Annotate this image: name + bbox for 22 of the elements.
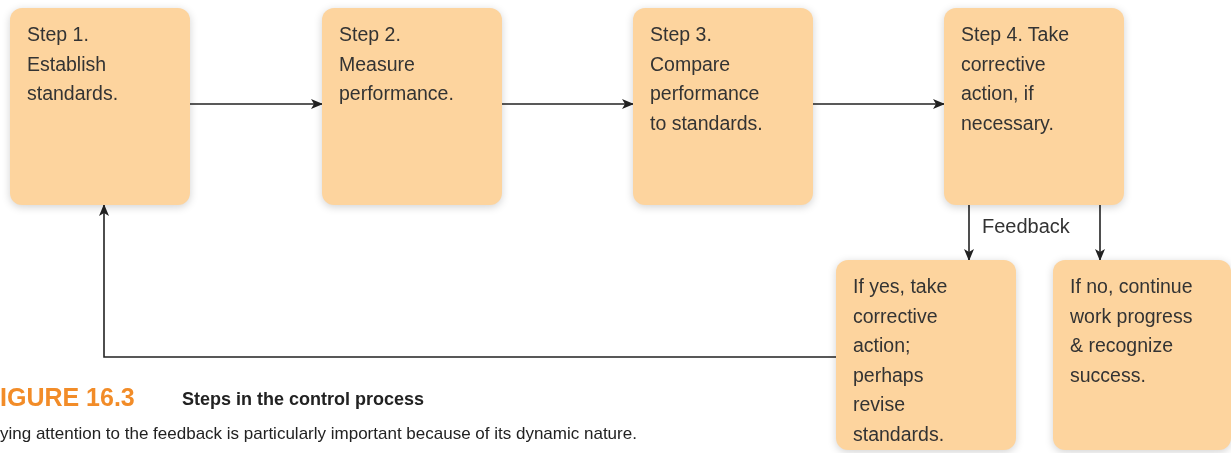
figure-number: IGURE 16.3 [0,383,135,412]
arrow [812,99,945,109]
box-text: Step 4. Take corrective action, if necessary. [961,22,1071,136]
box-text: If yes, take corrective action; perhaps revise standards. [853,274,949,447]
process-box [633,8,813,205]
arrow [501,99,634,109]
process-box [322,8,502,205]
box-text: If no, continue work progress & recognize success. [1070,274,1194,388]
arrow [964,204,974,261]
arrow [99,204,837,358]
process-box [944,8,1124,205]
box-text: Step 3. Compare performance to standards. [650,22,764,136]
box-text: Step 2. Measure performance. [339,22,455,106]
box-text: Step 1. Establish standards. [27,22,120,106]
arrow [1095,204,1105,261]
figure-title: Steps in the control process [182,389,425,410]
caption: ying attention to the feedback is particularly important because of its dynamic nature. [0,424,637,444]
process-box [10,8,190,205]
process-box [1053,260,1231,450]
feedback-label: Feedback [982,215,1070,238]
arrow [189,99,323,109]
process-box [836,260,1016,450]
